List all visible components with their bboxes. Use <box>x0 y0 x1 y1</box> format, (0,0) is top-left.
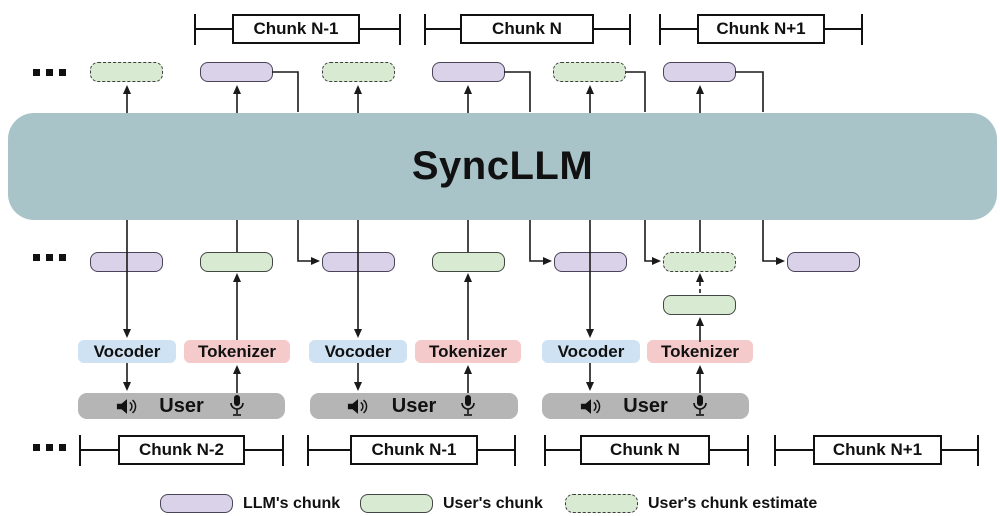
vocoder-box: Vocoder <box>309 340 407 363</box>
user-chunk-box <box>663 295 736 315</box>
tokenizer-box: Tokenizer <box>647 340 753 363</box>
user-bar: User <box>310 393 518 419</box>
tokenizer-box: Tokenizer <box>415 340 521 363</box>
ellipsis-icon <box>33 69 66 76</box>
legend-item-label: User's chunk <box>443 495 543 512</box>
user-chunk-estimate-box <box>663 252 736 272</box>
microphone-icon <box>461 395 475 416</box>
legend-swatch-user-chunk <box>360 494 433 513</box>
user-chunk-estimate-box <box>553 62 626 82</box>
top-chunk-label: Chunk N+1 <box>697 14 825 44</box>
user-chunk-box <box>200 252 273 272</box>
user-bar-label: User <box>159 394 204 417</box>
bottom-chunk-label: Chunk N+1 <box>813 435 942 465</box>
top-chunk-label: Chunk N-1 <box>232 14 360 44</box>
ellipsis-icon <box>33 444 66 451</box>
llm-chunk-box <box>787 252 860 272</box>
user-chunk-box <box>432 252 505 272</box>
llm-chunk-box <box>322 252 395 272</box>
llm-chunk-box <box>554 252 627 272</box>
speaker-icon <box>347 399 368 414</box>
legend-swatch-user-chunk-estimate <box>565 494 638 513</box>
user-bar: User <box>78 393 285 419</box>
llm-chunk-box <box>90 252 163 272</box>
speaker-icon <box>580 399 601 414</box>
user-chunk-estimate-box <box>90 62 163 82</box>
user-bar-label: User <box>391 394 437 417</box>
legend-swatch-llm-chunk <box>160 494 233 513</box>
user-chunk-estimate-box <box>322 62 395 82</box>
tokenizer-box: Tokenizer <box>184 340 290 363</box>
legend-item-label: LLM's chunk <box>243 495 341 512</box>
llm-chunk-box <box>663 62 736 82</box>
vocoder-box: Vocoder <box>78 340 176 363</box>
user-bar-label: User <box>623 394 668 417</box>
vocoder-box: Vocoder <box>542 340 640 363</box>
user-bar: User <box>542 393 749 419</box>
bottom-chunk-label: Chunk N <box>580 435 710 465</box>
bottom-chunk-label: Chunk N-1 <box>350 435 478 465</box>
syncllm-block: SyncLLM <box>8 113 997 220</box>
bottom-chunk-label: Chunk N-2 <box>118 435 245 465</box>
microphone-icon <box>230 395 244 416</box>
microphone-icon <box>693 395 707 416</box>
top-chunk-label: Chunk N <box>460 14 594 44</box>
llm-chunk-box <box>200 62 273 82</box>
speaker-icon <box>116 399 137 414</box>
llm-chunk-box <box>432 62 505 82</box>
ellipsis-icon <box>33 254 66 261</box>
legend-item-label: User's chunk estimate <box>648 495 818 512</box>
